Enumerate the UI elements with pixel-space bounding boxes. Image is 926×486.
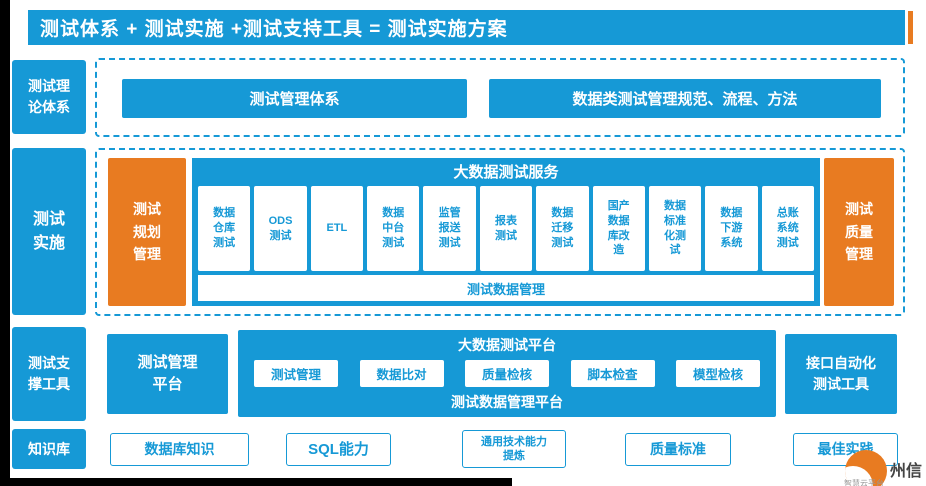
letterbox-left [0, 0, 10, 486]
data-test-standards-box: 数据类测试管理规范、流程、方法 [489, 79, 881, 118]
vendor-logo-text: 州信 [890, 463, 923, 480]
service-box: ODS 测试 [254, 186, 307, 271]
platform-panel-header: 大数据测试平台 [458, 337, 556, 353]
service-box: 报表 测试 [479, 186, 533, 271]
theory-row-container: 测试管理体系 数据类测试管理规范、流程、方法 [95, 58, 905, 137]
service-panel-header: 大数据测试服务 [453, 164, 559, 181]
platform-tool-list: 测试管理 数据比对 质量检核 脚本检查 模型检核 [238, 360, 776, 387]
vendor-logo-icon [845, 450, 887, 486]
tool-box: 质量检核 [465, 360, 549, 387]
vendor-logo-subtext: 智慧云平台 [844, 479, 884, 486]
test-management-system-box: 测试管理体系 [122, 79, 467, 118]
knowledge-box-quality-standards: 质量标准 [625, 433, 731, 466]
logo-swirl-shape [845, 466, 873, 486]
big-data-test-service-panel: 大数据测试服务 数据 仓库 测试 ODS 测试 ETL 数据 中台 测试 监管 … [192, 158, 820, 306]
service-box-list: 数据 仓库 测试 ODS 测试 ETL 数据 中台 测试 监管 报送 测试 报表… [198, 186, 814, 271]
api-automation-tool-box: 接口自动化 测试工具 [785, 334, 897, 414]
test-quality-box: 测试 质量 管理 [824, 158, 894, 306]
service-box: 国产 数据 库改 造 [592, 186, 645, 271]
page-title: 测试体系 + 测试实施 +测试支持工具 = 测试实施方案 [28, 10, 905, 45]
knowledge-box-database: 数据库知识 [110, 433, 249, 466]
big-data-test-platform-panel: 大数据测试平台 测试管理 数据比对 质量检核 脚本检查 模型检核 测试数据管理平… [238, 330, 776, 417]
sidebar-item-theory: 测试理 论体系 [12, 60, 86, 134]
service-box: 数据 迁移 测试 [536, 186, 589, 271]
tool-box: 模型检核 [676, 360, 760, 387]
title-accent-bar [908, 11, 913, 44]
test-planning-box: 测试 规划 管理 [108, 158, 186, 306]
service-box: ETL [310, 186, 364, 271]
sidebar-item-support-tools: 测试支 撑工具 [12, 327, 86, 421]
service-box: 数据 下游 系统 [705, 186, 758, 271]
tool-box: 脚本检查 [570, 360, 655, 387]
service-box: 数据 仓库 测试 [198, 186, 251, 271]
implementation-row-container: 测试 规划 管理 大数据测试服务 数据 仓库 测试 ODS 测试 ETL 数据 … [95, 148, 905, 316]
knowledge-box-general-skills: 通用技术能力 提炼 [462, 430, 566, 468]
test-management-platform-box: 测试管理 平台 [107, 334, 228, 414]
test-data-management-platform-bar: 测试数据管理平台 [451, 394, 563, 410]
knowledge-box-best-practice: 最佳实践 [793, 433, 898, 466]
tool-box: 数据比对 [359, 360, 444, 387]
service-box: 数据 标准 化测 试 [648, 186, 702, 271]
tool-box: 测试管理 [254, 360, 338, 387]
service-box: 监管 报送 测试 [423, 186, 476, 271]
service-box: 数据 中台 测试 [367, 186, 420, 271]
knowledge-box-sql: SQL能力 [286, 433, 391, 466]
test-data-management-bar: 测试数据管理 [198, 275, 814, 301]
letterbox-bottom [0, 478, 512, 486]
service-box: 总账 系统 测试 [761, 186, 814, 271]
sidebar-item-implementation: 测试 实施 [12, 148, 86, 315]
sidebar-item-knowledge-base: 知识库 [12, 429, 86, 469]
